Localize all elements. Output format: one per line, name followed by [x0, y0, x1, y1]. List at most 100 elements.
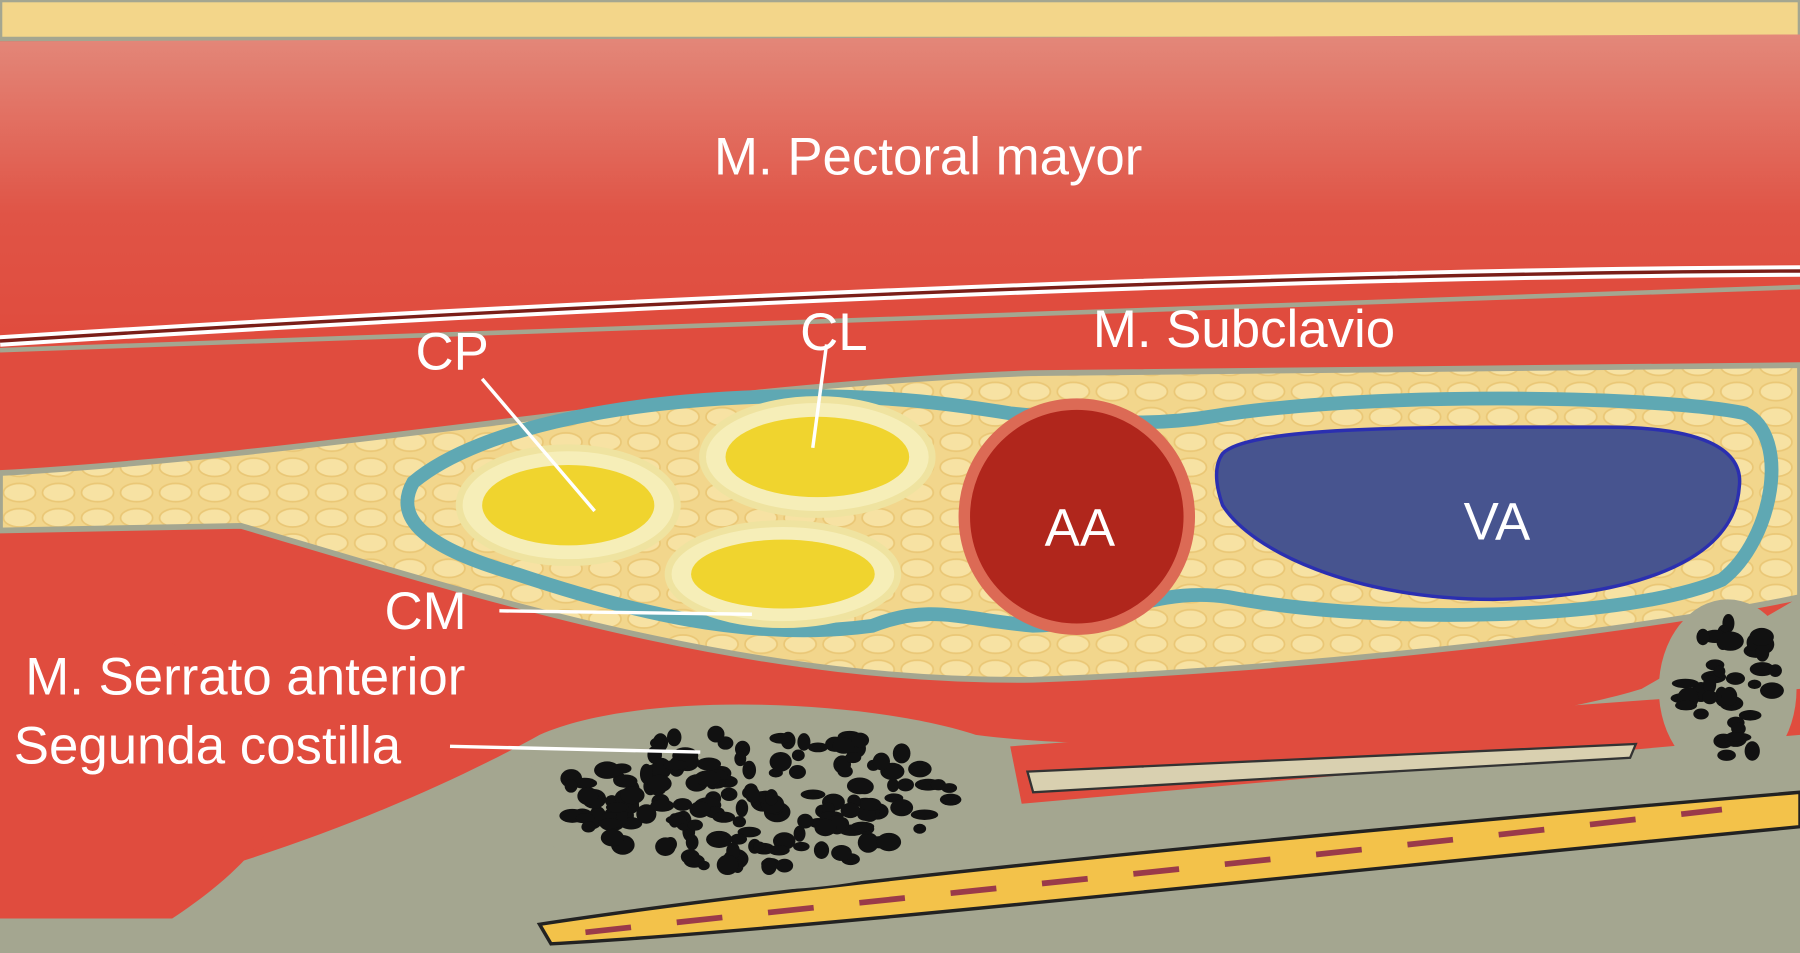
marrow-blob	[663, 759, 689, 771]
marrow-blob	[706, 830, 733, 848]
marrow-blob	[732, 816, 747, 828]
marrow-blob	[598, 818, 623, 829]
marrow-blob	[720, 787, 738, 801]
marrow-blob	[1724, 732, 1752, 743]
marrow-blob	[1675, 700, 1698, 711]
marrow-blob	[832, 737, 855, 754]
marrow-blob	[761, 857, 777, 876]
marrow-blob	[647, 745, 662, 764]
marrow-blob	[1671, 678, 1699, 689]
marrow-blob	[581, 821, 596, 833]
marrow-blob	[1703, 674, 1717, 695]
marrow-blob	[672, 798, 693, 811]
marrow-blob	[696, 757, 722, 771]
nerve-cord-lateral	[699, 396, 936, 518]
marrow-blob	[689, 801, 711, 818]
marrow-blob	[831, 844, 852, 861]
marrow-blob	[775, 858, 794, 873]
marrow-blob	[939, 793, 962, 806]
marrow-blob	[564, 779, 578, 793]
marrow-blob	[734, 751, 747, 767]
marrow-blob	[698, 860, 710, 871]
marrow-blob	[793, 825, 806, 842]
marrow-blob	[685, 834, 699, 851]
nerve-cord-posterior	[455, 444, 681, 567]
marrow-blob	[850, 821, 875, 832]
nerve-cord-medial	[664, 520, 902, 629]
marrow-blob	[613, 774, 638, 788]
pectoral-major-muscle	[0, 34, 1800, 336]
marrow-blob	[655, 837, 676, 856]
marrow-blob	[768, 844, 790, 856]
marrow-blob	[1721, 686, 1738, 707]
marrow-blob	[707, 725, 725, 743]
marrow-blob	[793, 841, 810, 852]
marrow-blob	[665, 815, 687, 825]
marrow-blob	[1749, 662, 1775, 677]
label-cp: CP	[416, 323, 489, 382]
marrow-blob	[814, 818, 837, 837]
marrow-blob	[1747, 679, 1762, 690]
marrow-blob	[735, 799, 749, 818]
marrow-blob	[788, 765, 806, 779]
cp-leader	[480, 377, 596, 513]
marrow-blob	[1768, 664, 1782, 678]
label-serrato: M. Serrato anterior	[25, 648, 465, 707]
cm-leader	[499, 609, 752, 617]
marrow-blob	[1696, 628, 1710, 646]
cartilage-dash	[585, 806, 1723, 936]
marrow-blob	[577, 787, 599, 806]
marrow-blob	[687, 819, 703, 831]
marrow-blob	[876, 832, 902, 852]
label-subclavio: M. Subclavio	[1093, 300, 1395, 359]
marrow-blob	[860, 797, 882, 811]
marrow-blob	[791, 749, 805, 762]
label-va: VA	[1464, 493, 1531, 552]
marrow-blob	[872, 752, 890, 771]
marrow-blob	[620, 786, 645, 805]
marrow-blob	[650, 799, 675, 812]
costilla-leader	[449, 744, 701, 754]
marrow-blob	[1702, 690, 1718, 705]
rib-marrow	[559, 725, 962, 876]
marrow-blob	[594, 761, 621, 779]
marrow-blob	[840, 802, 861, 819]
serratus-muscle	[0, 642, 281, 919]
marrow-blob	[730, 833, 748, 845]
axillary-sheath	[400, 389, 1779, 638]
marrow-blob	[941, 783, 958, 793]
marrow-blob	[647, 774, 672, 793]
marrow-blob	[667, 728, 682, 747]
marrow-blob	[807, 742, 829, 753]
marrow-blob	[897, 778, 914, 792]
label-aa: AA	[1045, 498, 1116, 557]
marrow-blob	[1749, 627, 1774, 646]
marrow-blob	[813, 841, 830, 859]
marrow-blob	[694, 770, 721, 786]
marrow-blob	[769, 751, 792, 772]
marrow-blob	[851, 732, 870, 748]
marrow-blob	[845, 752, 862, 764]
marrow-blob	[892, 743, 911, 764]
marrow-blob	[797, 813, 814, 829]
marrow-blob	[800, 789, 826, 800]
marrow-blob	[887, 778, 900, 793]
marrow-blob	[1713, 665, 1726, 678]
marrow-blob	[1760, 682, 1784, 699]
rib-marrow-right	[1670, 613, 1784, 761]
label-cm: CM	[385, 582, 467, 641]
fascia-border	[0, 284, 1800, 353]
marrow-blob	[1738, 710, 1762, 721]
marrow-blob	[913, 823, 927, 834]
marrow-blob	[1755, 643, 1770, 662]
marrow-blob	[857, 832, 879, 853]
marrow-blob	[910, 809, 939, 820]
marrow-blob	[575, 813, 595, 824]
label-pectoral: M. Pectoral mayor	[714, 128, 1142, 187]
marrow-blob	[650, 737, 665, 749]
marrow-blob	[890, 799, 914, 817]
marrow-blob	[742, 760, 757, 780]
marrow-blob	[600, 829, 624, 847]
